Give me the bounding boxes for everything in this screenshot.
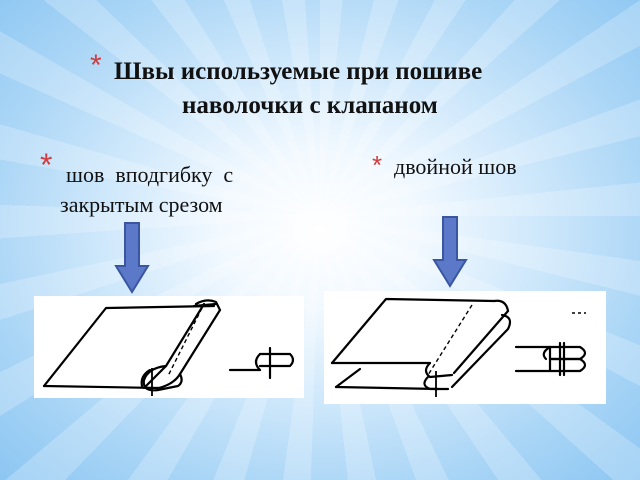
closed-seam-label-line-2: закрытым срезом xyxy=(60,192,223,217)
closed-seam-label-line-1: шов вподгибку с xyxy=(66,162,234,187)
double-seam-diagram xyxy=(324,291,606,404)
title-bullet: * xyxy=(90,49,102,82)
title-line-1: Швы используемые при пошиве xyxy=(114,58,483,85)
down-arrow-right-icon xyxy=(432,216,468,288)
right-bullet-mark: * xyxy=(372,150,383,180)
title-line-2: наволочки с клапаном xyxy=(182,92,438,119)
down-arrow-left-icon xyxy=(114,222,150,294)
left-bullet-mark: * xyxy=(40,147,53,183)
double-seam-label: двойной шов xyxy=(394,154,517,179)
double-seam-illustration xyxy=(330,297,587,397)
closed-seam-diagram xyxy=(34,296,304,398)
closed-seam-illustration xyxy=(42,299,295,396)
